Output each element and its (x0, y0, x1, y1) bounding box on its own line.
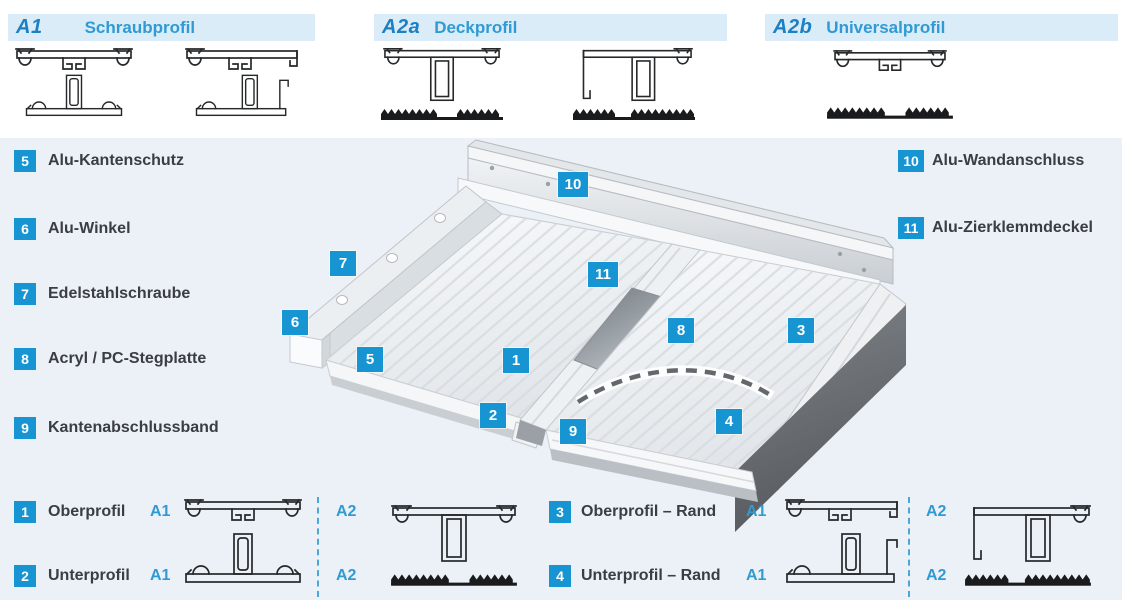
a1-top-profile-drawing (14, 46, 134, 74)
assembly-3d-illustration: 1 2 3 4 5 6 7 8 9 10 11 (280, 138, 912, 542)
legend-label: Alu-Kantenschutz (48, 152, 184, 169)
legend-badge: 7 (14, 283, 36, 305)
a2b-universal-profile-drawing (822, 48, 958, 75)
legend-label: Unterprofil – Rand (581, 567, 721, 584)
variant-label-a1: A1 (150, 567, 171, 584)
a1-bottom-profile-drawing (14, 72, 134, 122)
variant-label-a2: A2 (926, 503, 947, 520)
oberprofil-rand-a1-drawing (783, 497, 905, 525)
callout-1: 1 (503, 348, 529, 373)
legend-badge: 1 (14, 501, 36, 523)
legend-label: Alu-Wandanschluss (932, 152, 1085, 169)
legend-badge: 11 (898, 217, 924, 239)
callout-10: 10 (558, 172, 588, 197)
legend-badge: 8 (14, 348, 36, 370)
variant-label-a1: A1 (746, 567, 767, 584)
legend-label: Alu-Winkel (48, 220, 131, 237)
legend-badge: 9 (14, 417, 36, 439)
callout-7: 7 (330, 251, 356, 276)
variant-label-a2: A2 (926, 567, 947, 584)
legend-label: Oberprofil – Rand (581, 503, 717, 520)
legend-label: Alu-Zierklemmdeckel (932, 219, 1093, 236)
oberprofil-a2-drawing (388, 503, 520, 565)
callout-3: 3 (788, 318, 814, 343)
assembly-3d-drawing (289, 139, 907, 532)
legend-badge: 10 (898, 150, 924, 172)
legend-badge: 6 (14, 218, 36, 240)
legend-label: Edelstahlschraube (48, 285, 191, 302)
header-band-a2b: A2b Universalprofil (765, 14, 1118, 41)
unterprofil-a2-drawing (388, 571, 520, 586)
dashed-divider (908, 497, 910, 597)
legend-label: Kantenabschlussband (48, 419, 219, 436)
callout-9: 9 (560, 419, 586, 444)
variant-label-a1: A1 (150, 503, 171, 520)
legend-label: Unterprofil (48, 567, 130, 584)
legend-badge: 2 (14, 565, 36, 587)
callout-8: 8 (668, 318, 694, 343)
a2a-deck-edge-profile-drawing (570, 46, 698, 104)
a2a-serrated-base-drawing (378, 106, 506, 120)
variant-label-a1: A1 (746, 503, 767, 520)
variant-label-a2: A2 (336, 503, 357, 520)
unterprofil-rand-a1-drawing (783, 530, 905, 590)
panel-end-face (735, 305, 906, 532)
front-edge-profile-right (516, 420, 758, 502)
header-band-a2a: A2a Deckprofil (374, 14, 727, 41)
edge-tape-band (576, 368, 774, 404)
dashed-divider (317, 497, 319, 597)
profile-name: Deckprofil (434, 17, 518, 37)
profile-code: A2a (382, 16, 421, 38)
profile-code: A1 (16, 16, 43, 38)
callout-4: 4 (716, 409, 742, 434)
profile-name: Universalprofil (826, 17, 946, 37)
right-panel-sheet (545, 249, 881, 473)
a2a-serrated-base-edge-drawing (570, 106, 698, 120)
legend-label: Oberprofil (48, 503, 126, 520)
callout-2: 2 (480, 403, 506, 428)
oberprofil-a1-drawing (183, 497, 303, 525)
edge-angle-profile (289, 185, 503, 369)
a1-top-edge-profile-drawing (183, 46, 305, 74)
callout-11: 11 (588, 262, 618, 287)
legend-badge: 3 (549, 501, 571, 523)
header-band-a1: A1 Schraubprofil (8, 14, 315, 41)
legend-badge: 5 (14, 150, 36, 172)
unterprofil-rand-a2-drawing (962, 571, 1094, 586)
a1-bottom-edge-profile-drawing (183, 72, 305, 122)
callout-5: 5 (357, 347, 383, 372)
legend-badge: 4 (549, 565, 571, 587)
profile-code: A2b (773, 16, 813, 38)
a2a-deck-profile-drawing (378, 46, 506, 104)
oberprofil-rand-a2-drawing (962, 503, 1094, 565)
profile-name: Schraubprofil (84, 17, 196, 37)
a2b-serrated-base-drawing (824, 104, 956, 119)
legend-label: Acryl / PC-Stegplatte (48, 350, 207, 367)
variant-label-a2: A2 (336, 567, 357, 584)
unterprofil-a1-drawing (183, 530, 303, 590)
callout-6: 6 (282, 310, 308, 335)
